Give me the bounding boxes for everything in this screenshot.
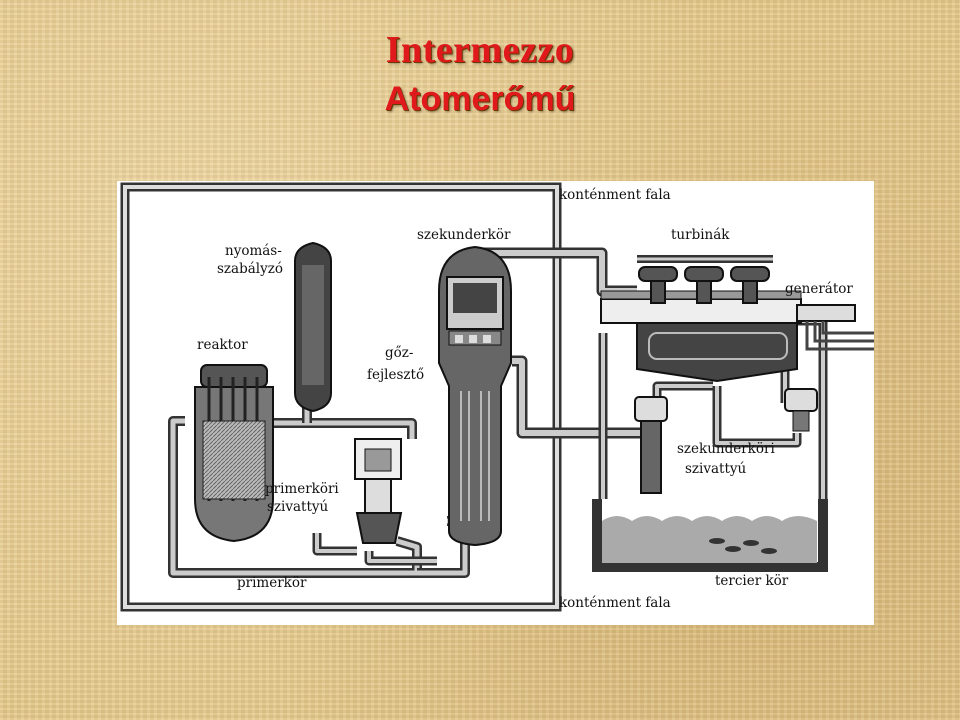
reactor bbox=[194, 364, 274, 543]
label-generator: generátor bbox=[785, 281, 853, 297]
label-szekunderkor: szekunderkör bbox=[417, 227, 511, 243]
generator bbox=[796, 304, 874, 351]
diagram-svg: konténment fala konténment fala szekunde… bbox=[120, 182, 874, 612]
tertiary-basin bbox=[592, 499, 828, 572]
slide-title: Intermezzo bbox=[385, 29, 575, 71]
steam-generator bbox=[438, 245, 512, 547]
label-primer-pump-2: szivattyú bbox=[267, 499, 329, 515]
slide-subtitle: Atomerőmű bbox=[384, 80, 576, 118]
label-szek-pump-2: szivattyú bbox=[685, 461, 747, 477]
primary-pump bbox=[354, 438, 403, 544]
label-reaktor: reaktor bbox=[197, 337, 248, 353]
label-nyomas-2: szabályzó bbox=[217, 261, 283, 277]
secondary-pump bbox=[634, 388, 818, 494]
pressurizer bbox=[294, 241, 332, 413]
label-primer-pump-1: primerköri bbox=[265, 481, 339, 497]
label-primerkor: primerkör bbox=[237, 575, 307, 591]
nuclear-plant-diagram: konténment fala konténment fala szekunde… bbox=[117, 181, 874, 625]
label-kontenment-bottom: konténment fala bbox=[559, 595, 671, 611]
label-goz-2: fejlesztő bbox=[367, 367, 424, 383]
label-nyomas-1: nyomás- bbox=[225, 243, 282, 259]
label-szek-pump-1: szekunderköri bbox=[677, 441, 775, 457]
condenser bbox=[636, 322, 798, 383]
label-kontenment-top: konténment fala bbox=[559, 187, 671, 203]
turbines bbox=[600, 255, 802, 324]
label-turbinak: turbinák bbox=[671, 227, 730, 243]
containment-wall bbox=[120, 182, 562, 612]
label-tercier: tercier kör bbox=[715, 573, 789, 589]
label-goz-1: gőz- bbox=[385, 345, 413, 361]
